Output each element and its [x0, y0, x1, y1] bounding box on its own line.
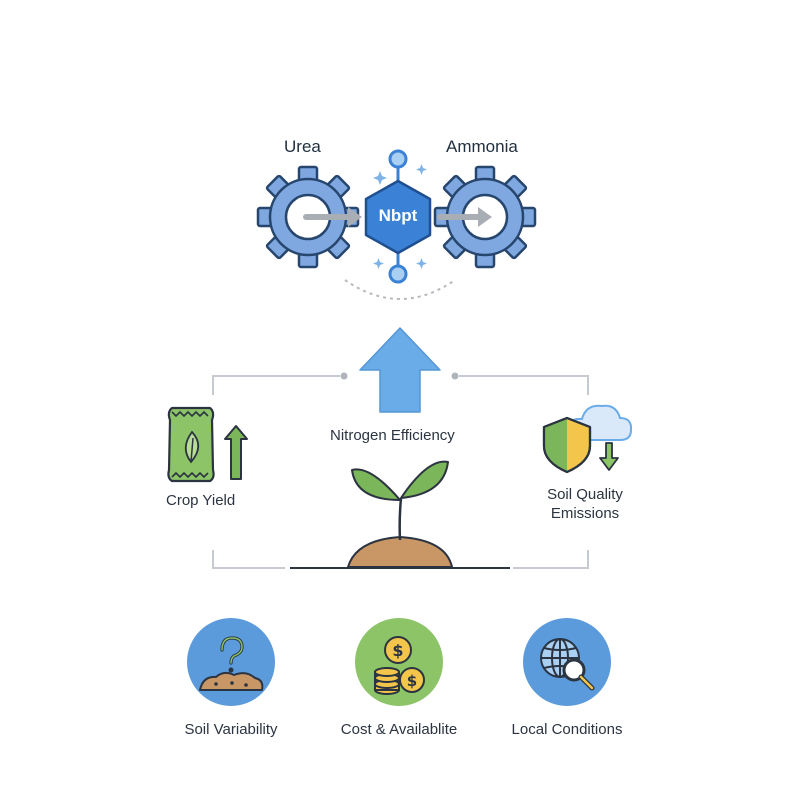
crop-yield-label: Crop Yield: [166, 492, 236, 509]
svg-text:$: $: [392, 641, 403, 660]
nbpt-label: Nbpt: [378, 206, 418, 225]
soil-quality-label: Soil Quality: [547, 486, 623, 503]
svg-text:$: $: [407, 672, 417, 690]
connector-dot: [340, 372, 348, 380]
coins-icon: $ $: [355, 618, 443, 706]
connector-dot: [451, 372, 459, 380]
sparkle-icon: [373, 164, 427, 269]
up-arrow-icon: [359, 327, 441, 413]
bracket-lines: [212, 375, 589, 569]
seedling-icon: [347, 460, 453, 568]
nitrogen-efficiency-label: Nitrogen Efficiency: [330, 427, 455, 444]
urea-label: Urea: [284, 137, 321, 156]
fertilizer-bag-icon: [167, 406, 215, 483]
factor-label-cost-availability: Cost & Availablite: [340, 721, 458, 738]
nbpt-molecule-icon: [364, 149, 432, 284]
decrease-arrow-icon: [599, 442, 619, 471]
soil-question-icon: [187, 618, 275, 706]
emissions-label: Emissions: [550, 505, 620, 522]
dotted-arc: [344, 279, 456, 300]
ammonia-label: Ammonia: [446, 137, 518, 156]
shield-icon: [542, 416, 592, 474]
flow-arrow-right: [437, 207, 492, 227]
factor-label-local-conditions: Local Conditions: [511, 721, 623, 738]
increase-arrow-icon: [224, 425, 248, 480]
factor-label-soil-variability: Soil Variability: [184, 721, 278, 738]
flow-arrow-left: [303, 207, 362, 227]
globe-search-icon: [523, 618, 611, 706]
